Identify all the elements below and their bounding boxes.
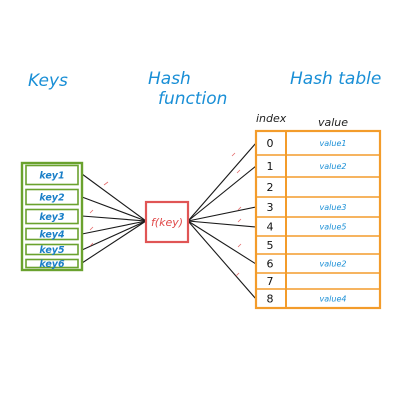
value-header: value	[318, 116, 348, 129]
hash-table-frame	[254, 129, 382, 310]
table-index-cell: 1	[267, 160, 274, 173]
table-index-cell: 0	[267, 137, 274, 150]
table-value-cell: value1	[320, 139, 347, 148]
table-value-cell: value2	[320, 162, 347, 171]
key-label: key3	[39, 212, 65, 223]
key-label: key4	[39, 230, 65, 241]
connector-key5	[81, 220, 147, 251]
connector-slot-8	[187, 220, 257, 300]
table-index-cell: 4	[267, 221, 274, 234]
slot-connectors	[187, 142, 257, 300]
table-value-cell: value3	[320, 203, 347, 212]
table-index-cell: 2	[267, 181, 274, 194]
connector-slot-0	[187, 142, 257, 222]
hash-function-box	[144, 200, 190, 244]
keys-heading: Keys	[28, 71, 68, 91]
connector-slot-6	[187, 220, 257, 265]
hash-function-heading-line2: function	[158, 89, 227, 109]
connector-key4	[81, 220, 147, 235]
key-label: key5	[39, 245, 65, 256]
connector-key2	[81, 196, 147, 222]
key-label: key1	[39, 171, 64, 182]
keys-column: key1 key2 key3 key4 key5 key6	[20, 161, 84, 272]
key-cell	[25, 164, 79, 186]
table-value-cell: value5	[320, 223, 347, 232]
index-header: index	[256, 112, 287, 125]
key-cell	[25, 208, 79, 225]
connector-slot-4	[187, 220, 257, 228]
table-index-cell: 6	[267, 258, 274, 271]
table-index-cell: 8	[267, 293, 274, 306]
table-value-cell: value2	[320, 260, 347, 269]
key-cell	[25, 243, 79, 256]
connector-key3	[81, 215, 147, 222]
connector-key6	[81, 220, 147, 264]
connector-slot-1	[187, 165, 257, 222]
hash-function-label: f(key)	[151, 216, 183, 229]
connector-slot-3	[187, 206, 257, 222]
table-index-cell: 7	[267, 275, 274, 288]
table-index-cell: 3	[267, 201, 274, 214]
line-tick-marks	[89, 152, 242, 277]
hash-table-heading: Hash table	[290, 69, 381, 89]
keys-column-frame	[20, 161, 84, 272]
table-index-cell: 5	[267, 239, 274, 252]
key-connectors	[81, 173, 147, 264]
key-cell	[25, 227, 79, 241]
hash-function-heading-line1: Hash	[148, 69, 191, 89]
key-label: key2	[39, 193, 65, 204]
connector-key1	[81, 173, 147, 222]
key-cell	[25, 258, 79, 269]
key-label: key6	[39, 259, 65, 270]
key-cell	[25, 188, 79, 206]
hash-table: 0 value1 1 value2 2 3 value3 4 value5 5 6 value2 7 8 v…	[254, 129, 382, 310]
table-value-cell: value4	[320, 295, 347, 304]
